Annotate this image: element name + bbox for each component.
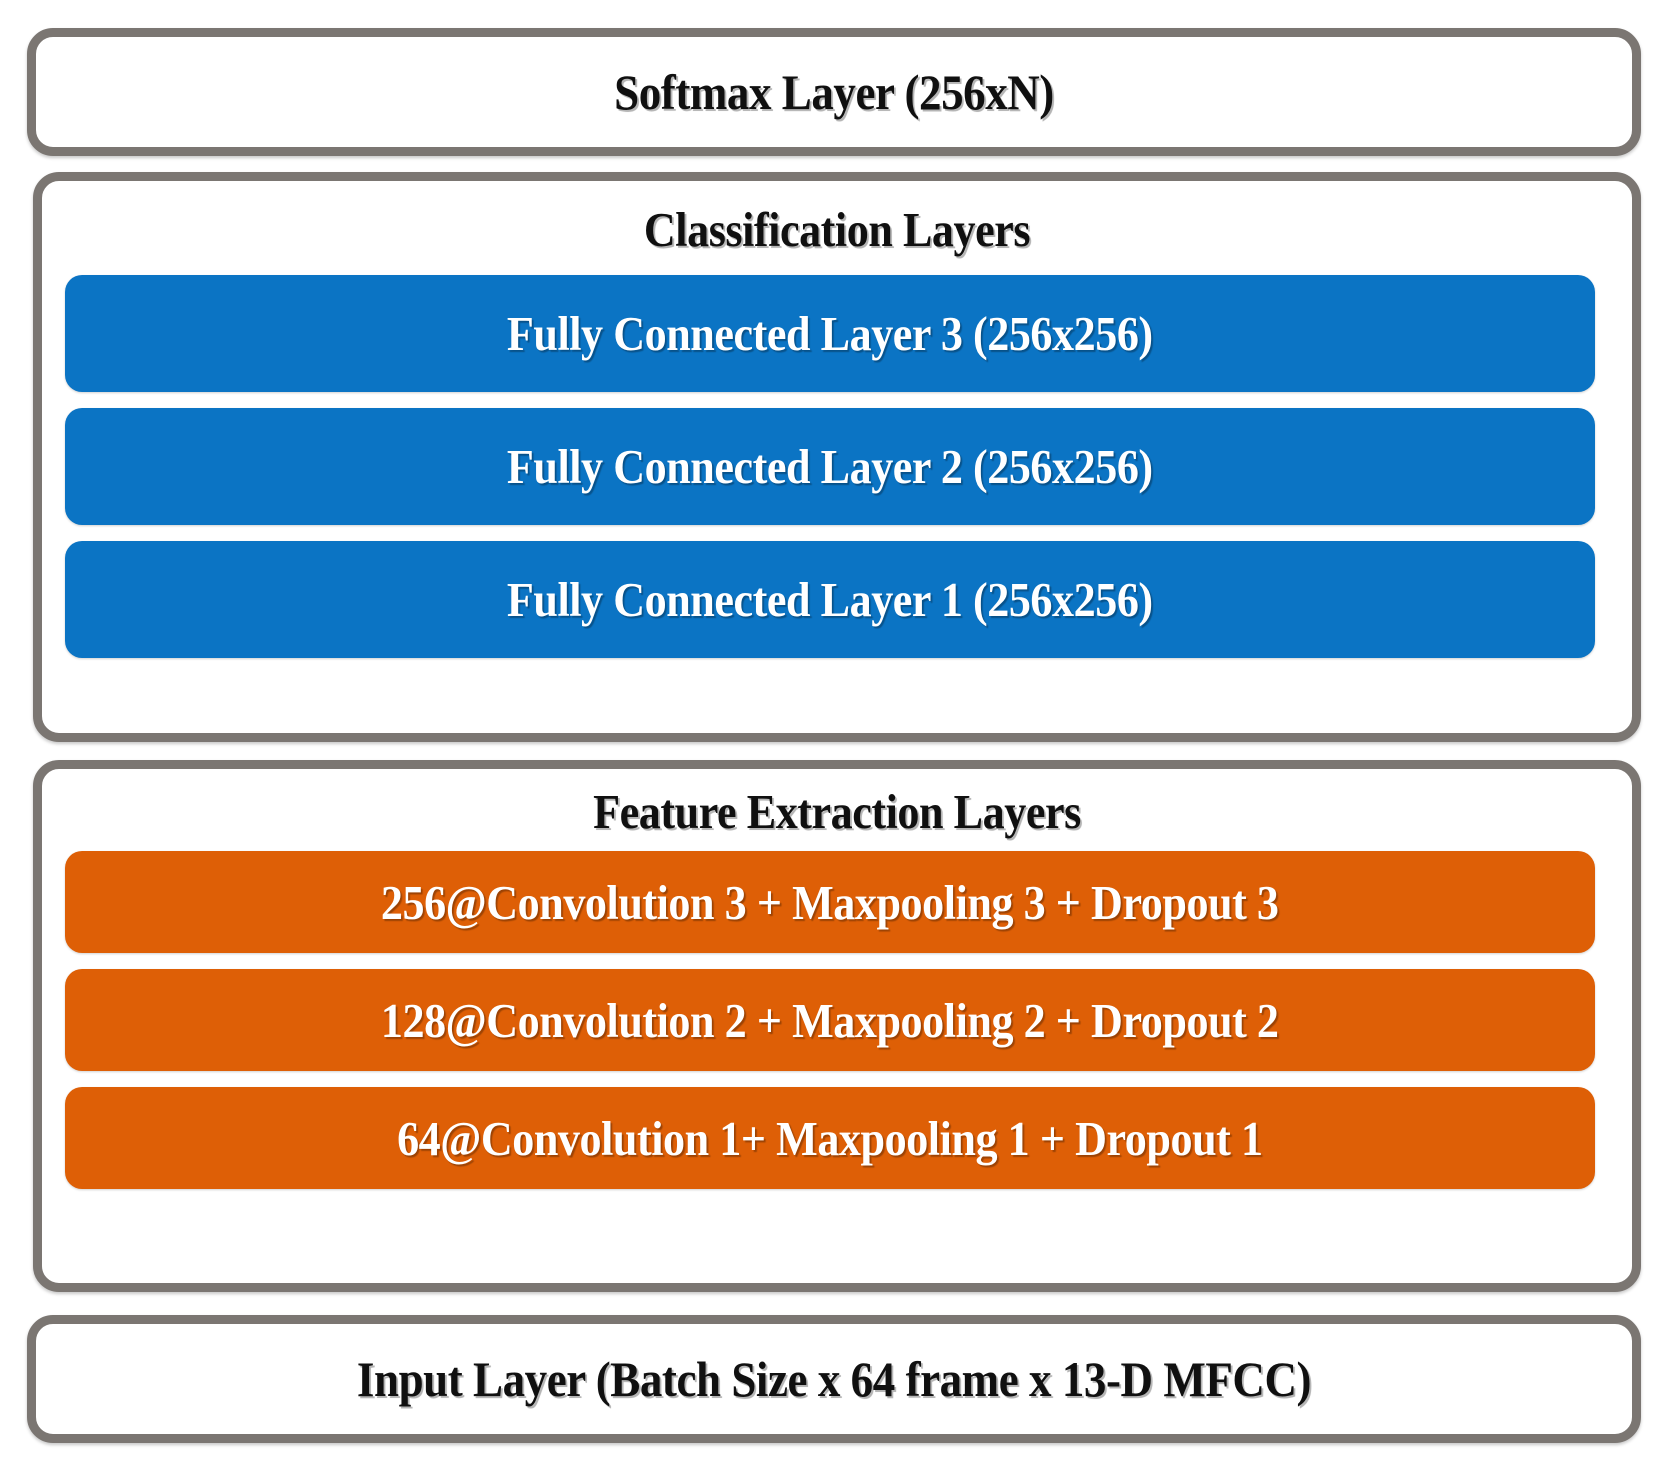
convolution-2-bar[interactable]: 128@Convolution 2 + Maxpooling 2 + Dropo… bbox=[65, 969, 1595, 1071]
fully-connected-layer-2-bar[interactable]: Fully Connected Layer 2 (256x256) bbox=[65, 408, 1595, 525]
fully-connected-layer-3-label: Fully Connected Layer 3 (256x256) bbox=[507, 306, 1153, 361]
input-layer-box: Input Layer (Batch Size x 64 frame x 13-… bbox=[27, 1315, 1641, 1443]
softmax-layer-box: Softmax Layer (256xN) bbox=[27, 28, 1641, 156]
feature-extraction-layers-box: Feature Extraction Layers 256@Convolutio… bbox=[33, 760, 1641, 1292]
convolution-1-bar[interactable]: 64@Convolution 1+ Maxpooling 1 + Dropout… bbox=[65, 1087, 1595, 1189]
input-layer-label: Input Layer (Batch Size x 64 frame x 13-… bbox=[356, 1351, 1312, 1407]
classification-layers-box: Classification Layers Fully Connected La… bbox=[33, 172, 1641, 742]
convolution-3-label: 256@Convolution 3 + Maxpooling 3 + Dropo… bbox=[381, 874, 1279, 930]
convolution-3-bar[interactable]: 256@Convolution 3 + Maxpooling 3 + Dropo… bbox=[65, 851, 1595, 953]
feature-extraction-layers-heading: Feature Extraction Layers bbox=[593, 784, 1081, 839]
fully-connected-layer-1-bar[interactable]: Fully Connected Layer 1 (256x256) bbox=[65, 541, 1595, 658]
classification-layers-heading: Classification Layers bbox=[643, 202, 1031, 257]
convolution-2-label: 128@Convolution 2 + Maxpooling 2 + Dropo… bbox=[381, 992, 1279, 1048]
softmax-layer-label: Softmax Layer (256xN) bbox=[614, 64, 1054, 120]
convolution-1-label: 64@Convolution 1+ Maxpooling 1 + Dropout… bbox=[397, 1110, 1263, 1166]
fully-connected-layer-1-label: Fully Connected Layer 1 (256x256) bbox=[507, 572, 1153, 627]
fully-connected-layer-3-bar[interactable]: Fully Connected Layer 3 (256x256) bbox=[65, 275, 1595, 392]
fully-connected-layer-2-label: Fully Connected Layer 2 (256x256) bbox=[507, 439, 1153, 494]
